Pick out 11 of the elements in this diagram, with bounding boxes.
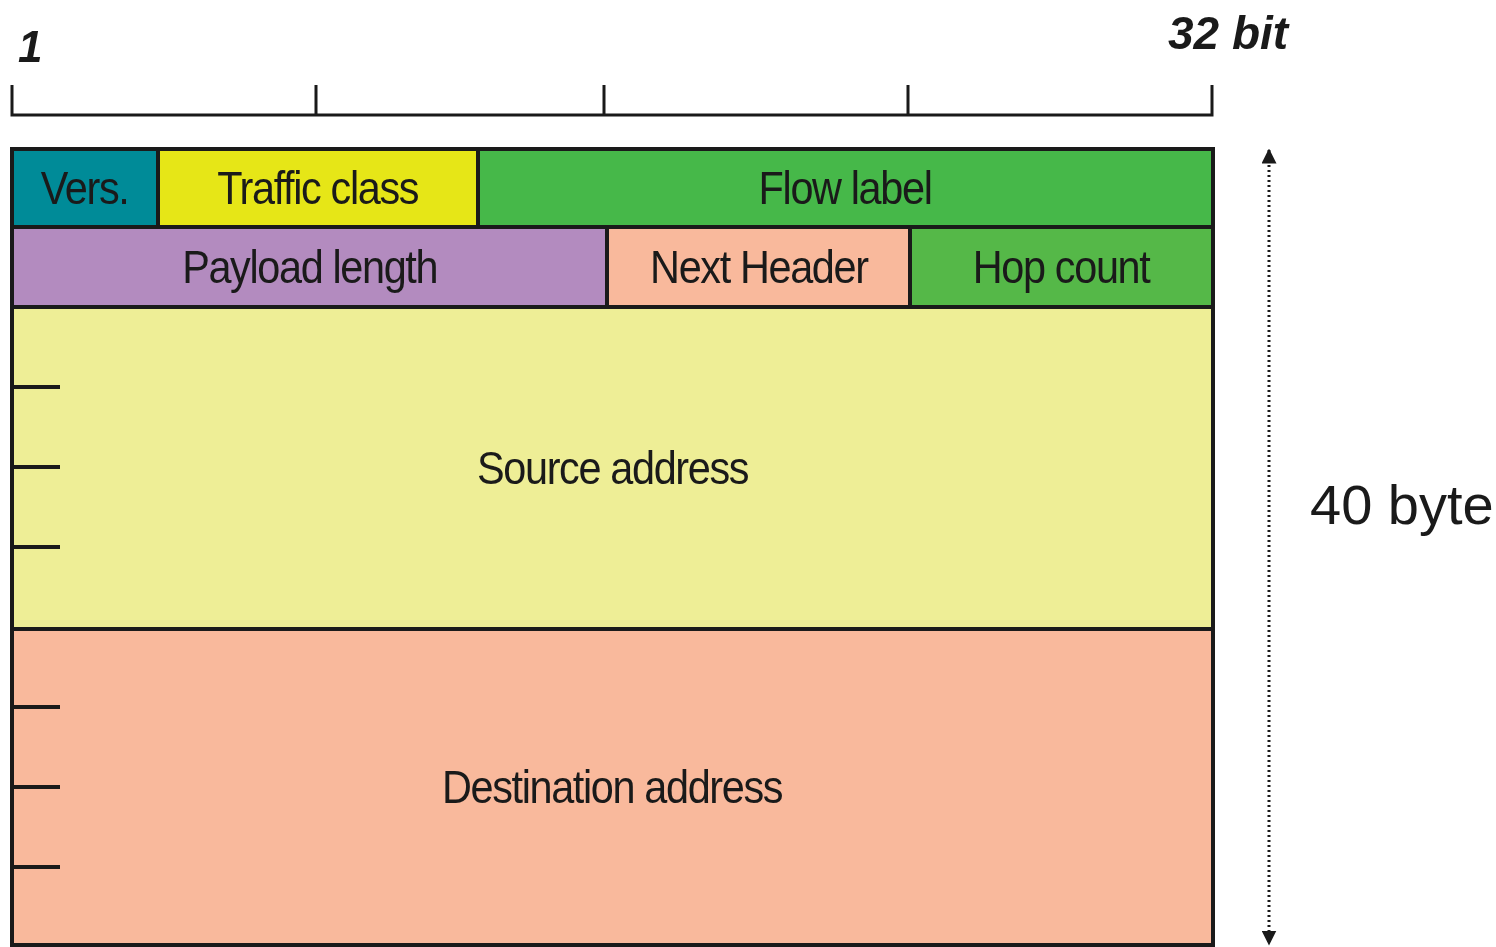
field-name: Hop count (973, 240, 1150, 294)
field-name: Traffic class (217, 161, 419, 215)
field-name: Flow label (759, 161, 932, 215)
field-name: Next Header (649, 240, 868, 294)
bit-width-label: 32 bit (1168, 6, 1289, 60)
header-size-label: 40 byte (1310, 472, 1494, 537)
field-name: Payload length (182, 240, 437, 294)
field-name: Source address (476, 441, 749, 495)
bit-number: 1 (18, 22, 43, 72)
field-name: Vers. (41, 161, 129, 215)
field-name: Destination address (442, 760, 783, 814)
